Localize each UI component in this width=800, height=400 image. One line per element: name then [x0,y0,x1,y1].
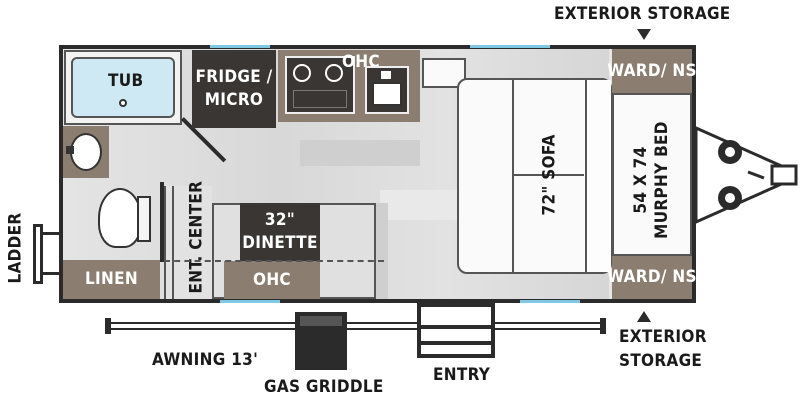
wardrobe-top-label: WARD/ NS [607,60,697,81]
ent-center-rail [172,186,174,299]
murphy-bed-label: 54 X 74 MURPHY BED [631,100,672,260]
bathroom-wall [160,182,164,262]
burner-icon [293,64,311,82]
gas-griddle-label: GAS GRIDDLE [264,377,384,397]
fridge-label-line2: MICRO [204,90,264,110]
ohc-bottom-label: OHC [253,269,291,290]
floor-plank [380,190,460,220]
entry-step [421,325,491,329]
linen-label: LINEN [85,269,138,289]
exterior-storage-bottom-line2: STORAGE [619,351,703,371]
dinette-label-line1: 32" [264,210,296,230]
ladder [33,224,43,284]
arrow-down-icon [637,29,651,40]
ohc-bottom: OHC [224,261,320,299]
awning-label: AWNING 13' [152,350,259,370]
bathroom-sink-basin [70,133,102,171]
floor-plank [300,140,420,166]
window-accent [220,300,280,303]
murphy-label-line1: 54 X 74 [631,146,651,214]
bathroom-sink [63,126,109,178]
window-accent [210,45,270,48]
exterior-storage-bottom-line1: EXTERIOR [619,327,707,347]
toilet-tank [137,196,151,242]
entry-steps [417,303,495,358]
awning-end [105,318,111,334]
wardrobe-bottom: WARD/ NS [607,256,696,299]
fridge-micro: FRIDGE / MICRO [192,50,276,128]
kitchen-sink-basin [372,82,402,106]
linen-cabinet: LINEN [63,260,160,299]
faucet-icon [381,71,391,79]
toilet [98,188,142,248]
gas-griddle-top [300,316,342,326]
dinette-seat-back [374,203,388,299]
faucet-icon [66,146,74,154]
ladder-label: LADDER [5,212,26,284]
dinette-label-line2: DINETTE [242,233,318,253]
tub-basin [71,57,175,118]
burner-icon [325,64,343,82]
awning-end [600,318,606,334]
sofa-cushion [512,80,584,176]
sofa-back [585,80,611,272]
murphy-label-line2: MURPHY BED [652,121,672,239]
ladder-rung [43,232,59,235]
tub: TUB [64,50,182,125]
tub-label: TUB [108,71,144,91]
sofa-label: 72" SOFA [539,134,560,216]
exterior-storage-top-label: EXTERIOR STORAGE [554,4,731,24]
kitchen-sink [365,66,409,114]
awning-rail [108,322,604,330]
ohc-dashed-line [164,260,384,262]
tub-drain-icon [119,99,127,107]
wardrobe-bottom-label: WARD/ NS [607,267,697,287]
cooktop [285,56,355,114]
arrow-up-icon [637,311,651,322]
ent-center-label: ENT. CENTER [186,180,207,294]
wardrobe-top: WARD/ NS [607,49,696,93]
entry-step [421,341,491,345]
dinette-table: 32" DINETTE [240,203,320,261]
counter-extension [422,58,466,88]
window-accent [520,300,580,303]
murphy-bed [612,93,692,256]
ladder-rung [43,272,59,275]
sofa-cushion [512,176,584,272]
window-accent [470,45,550,48]
entry-label: ENTRY [433,365,491,385]
oven-door [293,90,347,108]
hitch-tongue [696,126,798,224]
fridge-label-line1: FRIDGE / [195,67,273,87]
